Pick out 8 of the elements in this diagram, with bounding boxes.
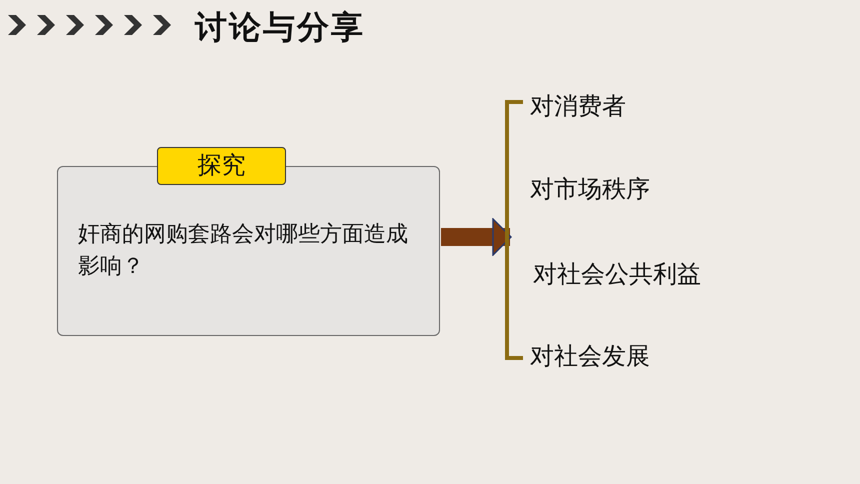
list-item-text: 对消费者 bbox=[530, 91, 626, 122]
slide-title: 讨论与分享 bbox=[195, 7, 365, 48]
list-item-text: 对社会发展 bbox=[530, 341, 650, 372]
list-item-text: 对社会公共利益 bbox=[533, 259, 701, 290]
list-item-text: 对市场秩序 bbox=[530, 174, 650, 205]
question-text: 奸商的网购套路会对哪些方面造成影响？ bbox=[78, 221, 409, 281]
block-arrow bbox=[441, 218, 512, 256]
heading-tab: 探究 bbox=[157, 147, 286, 185]
